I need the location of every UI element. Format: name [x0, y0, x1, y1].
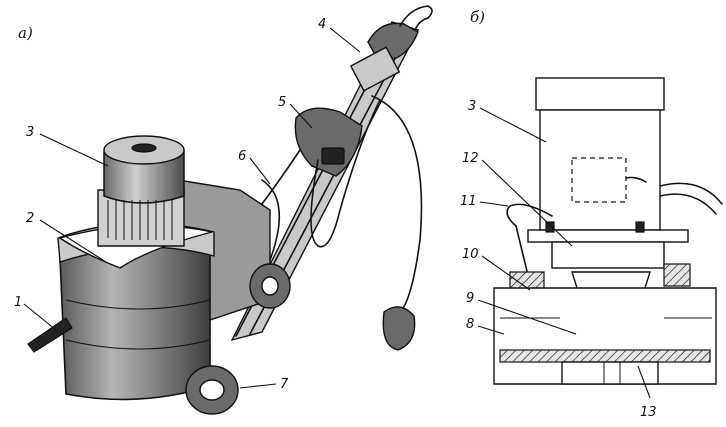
callout-4: 4 — [318, 17, 326, 32]
flange — [527, 221, 689, 269]
lever — [506, 203, 553, 301]
callout-7: 7 — [280, 377, 289, 392]
wheels — [185, 263, 291, 415]
callout-b-3: 3 — [468, 99, 476, 114]
motor-section — [535, 77, 723, 231]
callout-2: 2 — [26, 211, 34, 226]
panel-label-b: б) — [470, 8, 485, 26]
callouts-panel-b: 3 12 11 10 9 8 13 — [460, 99, 657, 420]
callout-1: 1 — [14, 295, 22, 310]
control-box — [294, 107, 363, 177]
panel-a-grinder-view: а) — [14, 5, 433, 415]
callouts-panel-a: 1 2 3 4 5 6 7 — [14, 17, 361, 392]
panel-label-a: а) — [18, 24, 33, 42]
callout-b-9: 9 — [466, 291, 474, 306]
callout-b-12: 12 — [462, 151, 479, 166]
callout-b-8: 8 — [466, 317, 474, 332]
callout-5: 5 — [278, 95, 286, 110]
callout-6: 6 — [238, 149, 246, 164]
grinder-body — [27, 135, 271, 401]
panel-b-section-view: б) — [460, 8, 723, 420]
callout-3: 3 — [26, 125, 34, 140]
callout-b-10: 10 — [462, 247, 479, 262]
housing — [493, 287, 717, 385]
callout-b-11: 11 — [460, 194, 477, 209]
cable-tube — [261, 179, 281, 261]
callout-b-13: 13 — [640, 405, 657, 420]
